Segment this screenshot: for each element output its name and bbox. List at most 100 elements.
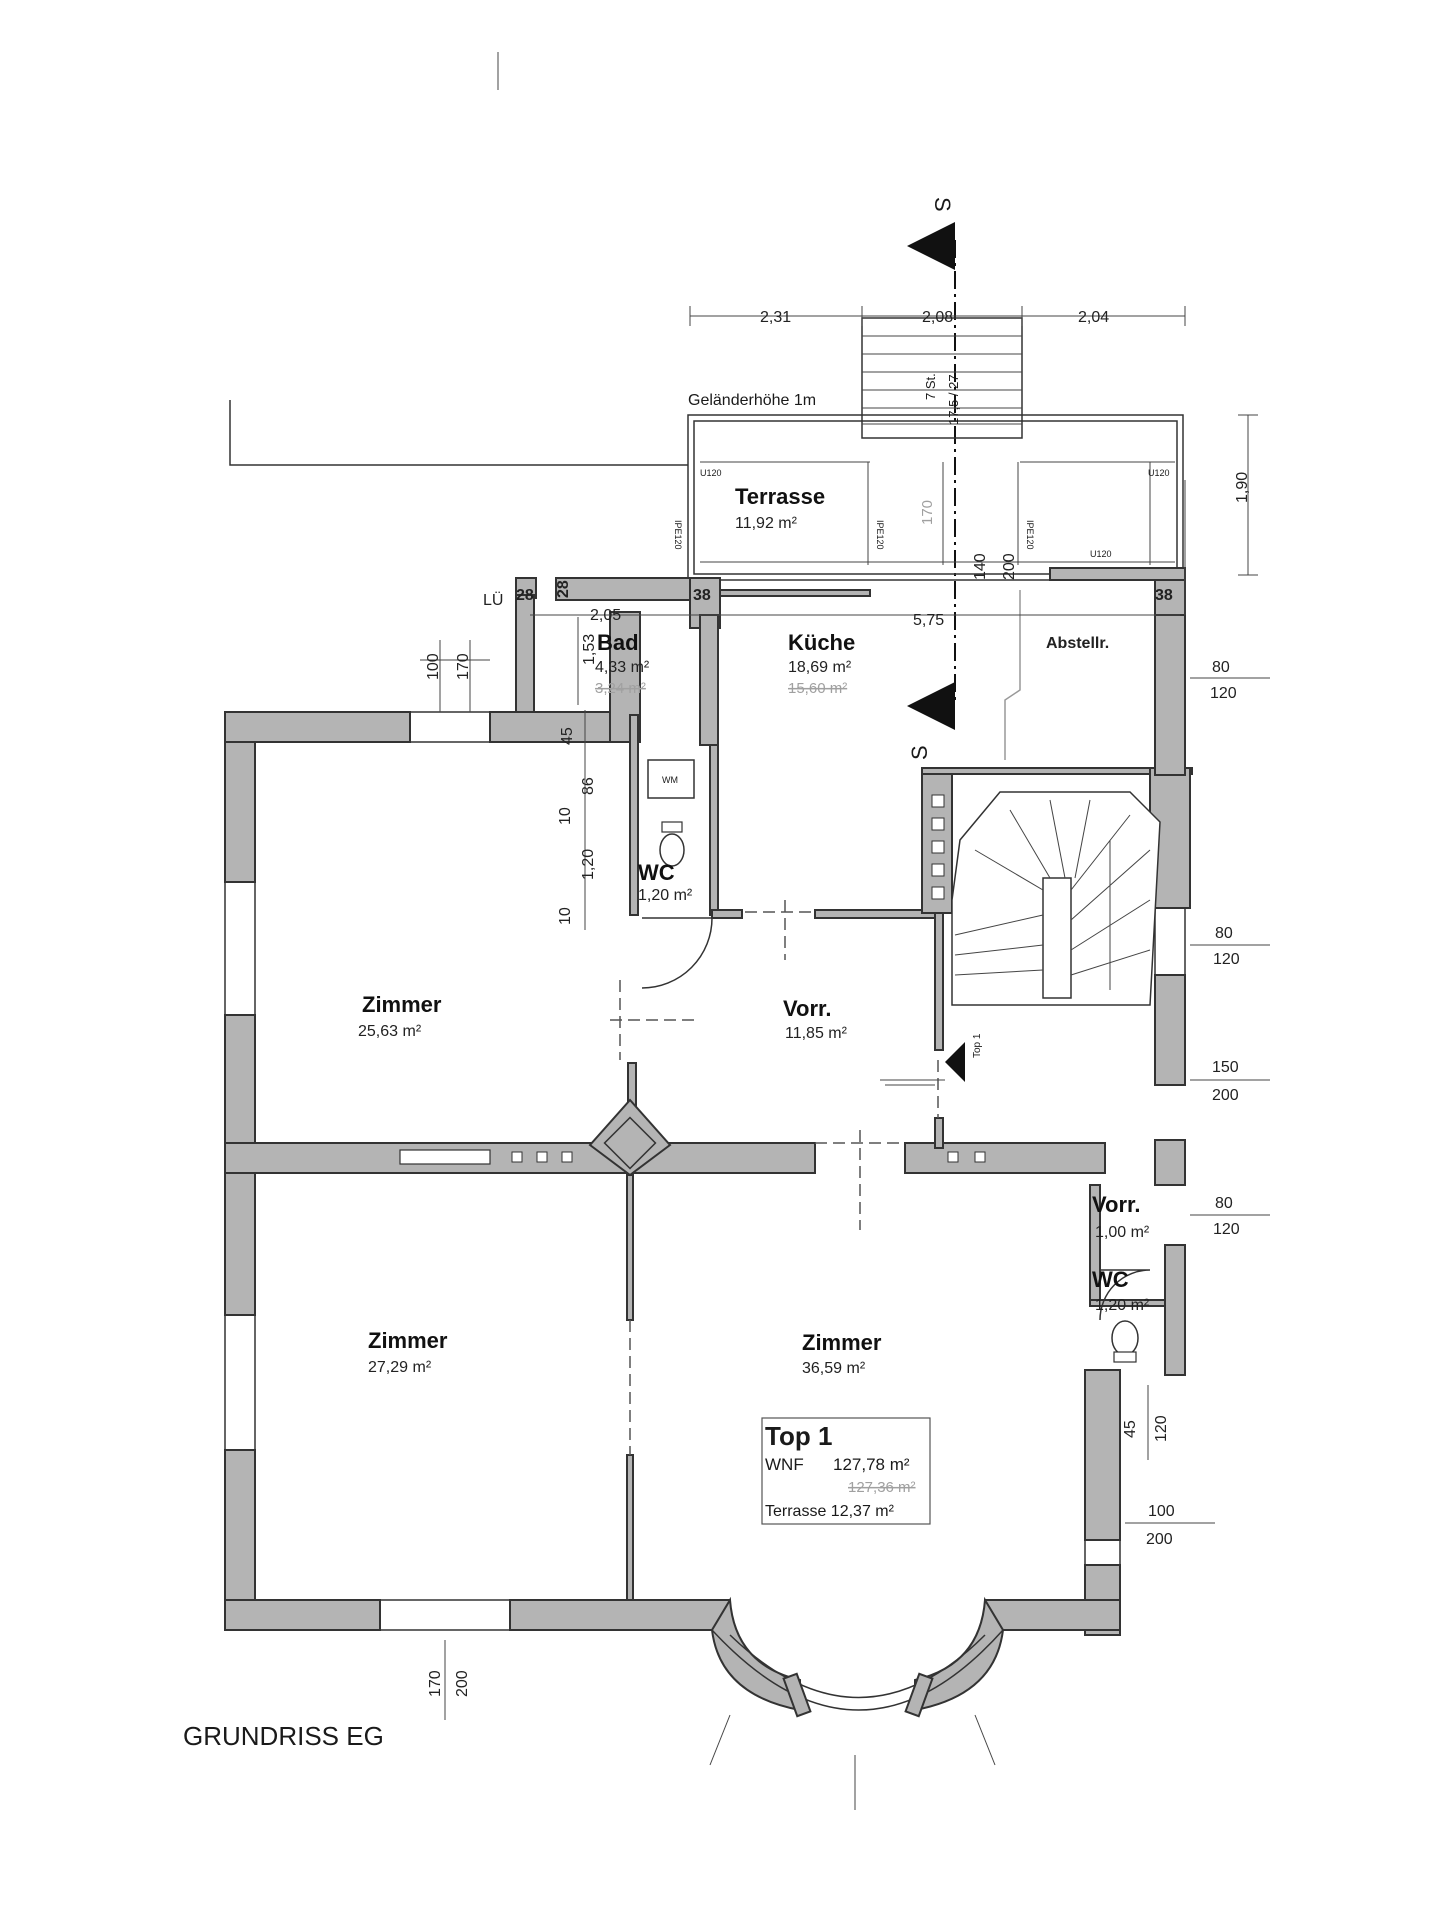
- room-name: Zimmer: [362, 992, 442, 1017]
- room-name: Terrasse: [735, 484, 825, 509]
- beam-label: U120: [700, 468, 722, 478]
- railing-note: Geländerhöhe 1m: [688, 392, 816, 409]
- room-area: 1,20 m²: [1095, 1297, 1150, 1314]
- room-area: 1,00 m²: [1095, 1224, 1150, 1241]
- room-name: Abstellr.: [1046, 635, 1109, 652]
- dimension-label: 200: [1001, 553, 1018, 580]
- dimension-label: 5,75: [913, 612, 944, 629]
- room-name: Vorr.: [783, 996, 832, 1021]
- dimension-label: 10: [557, 807, 574, 825]
- summary-wnf-old: 127,36 m²: [848, 1479, 916, 1496]
- room-area: 25,63 m²: [358, 1023, 422, 1040]
- dimension-label: 120: [1213, 1221, 1240, 1238]
- chimney: [399, 794, 986, 1177]
- dimension-label: 200: [1212, 1087, 1239, 1104]
- room-terrasse: Terrasse 11,92 m²: [735, 484, 825, 532]
- room-kueche: Küche 18,69 m² 15,60 m²: [788, 630, 855, 697]
- beam-label: U120: [1090, 549, 1112, 559]
- beam-label: IPE120: [673, 520, 683, 550]
- dimension-label: 86: [580, 777, 597, 795]
- dimension-label: 1,90: [1234, 472, 1251, 503]
- summary-wnf-value: 127,78 m²: [833, 1455, 910, 1474]
- stairs-note-2: 17,5 / 27: [946, 374, 961, 425]
- door-openings: [610, 900, 939, 1455]
- beam-label: U120: [1148, 468, 1170, 478]
- room-area: 4,33 m²: [595, 659, 650, 676]
- dimension-label: 150: [1212, 1059, 1239, 1076]
- dimension-label: 80: [1215, 1195, 1233, 1212]
- dimension-label: 100: [1148, 1503, 1175, 1520]
- section-label-top: S: [930, 197, 955, 212]
- dimension-label: 2,08: [922, 309, 953, 326]
- left-dimension-stack: 100 170 45 86 10 1,20 10: [420, 640, 597, 930]
- walls: [224, 567, 1193, 1636]
- washing-machine-label: WM: [662, 775, 678, 785]
- room-name: WC: [638, 860, 675, 885]
- dimension-label: 1,20: [580, 849, 597, 880]
- room-area: 1,20 m²: [638, 887, 693, 904]
- room-name: Küche: [788, 630, 855, 655]
- room-area: 27,29 m²: [368, 1359, 432, 1376]
- top-dimension-chain: 2,31 2,08 2,04: [689, 306, 1186, 326]
- room-area-old: 15,60 m²: [788, 680, 847, 697]
- room-area-old: 3,24 m²: [595, 680, 646, 697]
- top1-marker: [945, 1042, 965, 1082]
- bottom-dimension: 170 200: [427, 1640, 471, 1720]
- washing-machine: [647, 759, 695, 799]
- room-vorraum-2: Vorr. 1,00 m²: [1092, 1192, 1150, 1241]
- section-arrow-bottom: [907, 682, 955, 730]
- dimension-label: 28: [555, 580, 572, 598]
- room-zimmer-1: Zimmer 25,63 m²: [358, 992, 442, 1040]
- room-name: WC: [1092, 1267, 1129, 1292]
- section-label-bottom: S: [907, 745, 932, 760]
- stairs-note: 7 St.: [923, 373, 938, 400]
- beam-label: IPE120: [1025, 520, 1035, 550]
- dimension-label: 38: [693, 587, 711, 604]
- top1-marker-label: Top 1: [972, 1033, 983, 1058]
- window-openings: [224, 480, 1186, 1631]
- dimension-label: 200: [454, 1670, 471, 1697]
- terrace-stairs: [861, 317, 1023, 439]
- room-area: 18,69 m²: [788, 659, 852, 676]
- dimension-label: 38: [1155, 587, 1173, 604]
- dimension-label: 140: [972, 553, 989, 580]
- room-name: Zimmer: [368, 1328, 448, 1353]
- dimension-label: 45: [559, 727, 576, 745]
- dimension-label: 120: [1213, 951, 1240, 968]
- summary-wnf-label: WNF: [765, 1455, 804, 1474]
- dimension-label: 100: [425, 653, 442, 680]
- toilet-tank: [1113, 1351, 1137, 1363]
- room-wc: WC 1,20 m²: [638, 860, 693, 904]
- room-bad: Bad 4,33 m² 3,24 m²: [595, 630, 650, 697]
- beam-label: IPE120: [875, 520, 885, 550]
- bay-window: [709, 1596, 1005, 1810]
- storage-boundary: [1004, 590, 1021, 760]
- dimension-label: 45: [1122, 1420, 1139, 1438]
- room-vorraum: Vorr. 11,85 m²: [783, 996, 848, 1042]
- toilet-icon: [1111, 1320, 1139, 1356]
- right-dimension-pairs: 80 120 80 120 150 200 80 120 45 120 100 …: [1122, 659, 1270, 1548]
- dimension-label: 170: [919, 500, 936, 525]
- room-name: Vorr.: [1092, 1192, 1141, 1217]
- terrace-depth-dimension: 1,90: [1234, 414, 1258, 576]
- inner-dimensions: LÜ 28 28 2,05 38 5,75 38 1,53: [483, 580, 1180, 705]
- room-zimmer-2: Zimmer 27,29 m²: [368, 1328, 448, 1376]
- dimension-label: 170: [455, 653, 472, 680]
- room-area: 11,92 m²: [735, 515, 798, 532]
- dimension-label: 2,31: [760, 309, 791, 326]
- wc2-door-swing: [1099, 1269, 1151, 1321]
- terrace: U120 U120 U120 IPE120 IPE120 IPE120: [229, 317, 1184, 581]
- dimension-label: 200: [1146, 1531, 1173, 1548]
- dimension-label: 28: [516, 587, 534, 604]
- dimension-label: 2,05: [590, 607, 621, 624]
- room-name: Bad: [597, 630, 639, 655]
- room-area: 36,59 m²: [802, 1360, 866, 1377]
- dimension-label: 80: [1215, 925, 1233, 942]
- summary-title: Top 1: [765, 1421, 832, 1451]
- wc-door-swing: [641, 917, 713, 989]
- room-area: 11,85 m²: [785, 1025, 848, 1042]
- room-wc-2: WC 1,20 m²: [1092, 1267, 1150, 1314]
- drawing-title: GRUNDRISS EG: [183, 1721, 384, 1751]
- dimension-label: 170: [427, 1670, 444, 1697]
